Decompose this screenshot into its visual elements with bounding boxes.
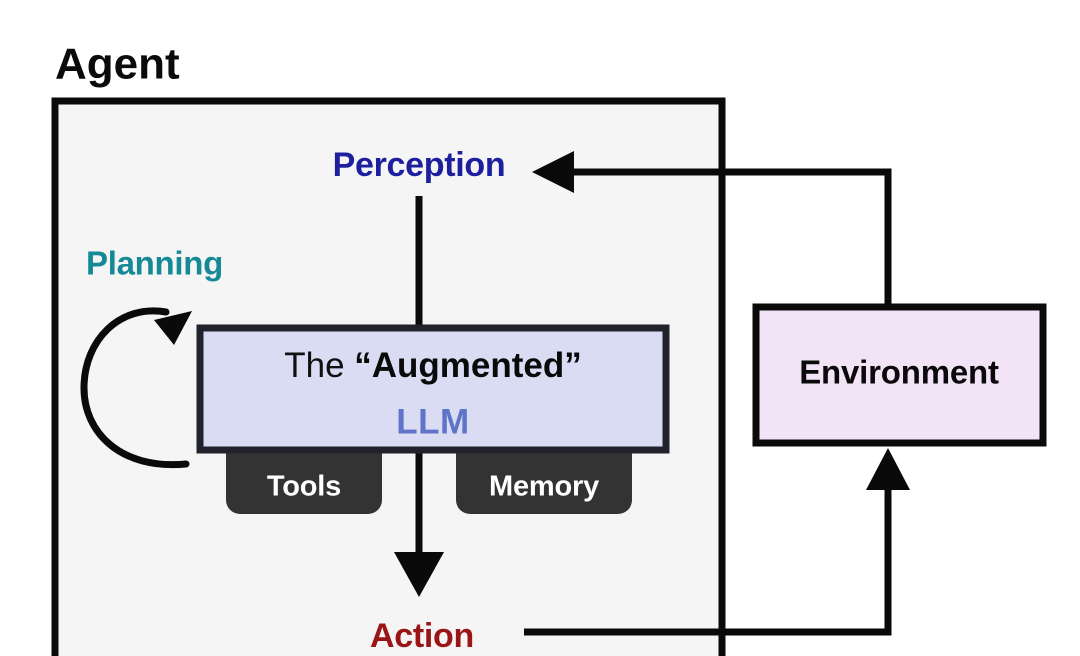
arrowhead-planning-loop xyxy=(154,311,192,345)
augmented-llm-box xyxy=(196,324,670,454)
llm-capability-tabs: Tools Memory xyxy=(226,440,632,514)
connection-environment-to-perception xyxy=(532,151,892,307)
tab-memory[interactable] xyxy=(456,440,632,514)
tab-tools-label: Tools xyxy=(267,471,341,503)
augmented-llm-node[interactable]: The “Augmented” LLM xyxy=(196,324,670,454)
tab-memory-label: Memory xyxy=(489,471,599,503)
environment-node[interactable]: Environment xyxy=(752,303,1047,447)
arrowhead-to-action xyxy=(394,552,444,597)
node-label-perception: Perception xyxy=(333,146,506,184)
environment-box xyxy=(752,303,1047,447)
arrowhead-to-perception xyxy=(532,151,574,193)
llm-augmented-text: “Augmented” xyxy=(354,346,582,385)
agent-title: Agent xyxy=(55,40,180,89)
augmented-llm-line-2: LLM xyxy=(396,402,469,441)
augmented-llm-line-1: The “Augmented” xyxy=(284,346,582,385)
llm-the-text: The xyxy=(284,346,354,385)
connection-action-to-environment xyxy=(524,448,910,636)
connection-llm-to-action xyxy=(394,450,444,597)
node-label-planning: Planning xyxy=(86,245,223,282)
connection-planning-self-loop xyxy=(80,307,192,469)
tab-tools[interactable] xyxy=(226,440,382,514)
node-label-action: Action xyxy=(370,617,474,655)
arrowhead-to-environment xyxy=(866,448,910,490)
environment-label: Environment xyxy=(799,354,999,391)
